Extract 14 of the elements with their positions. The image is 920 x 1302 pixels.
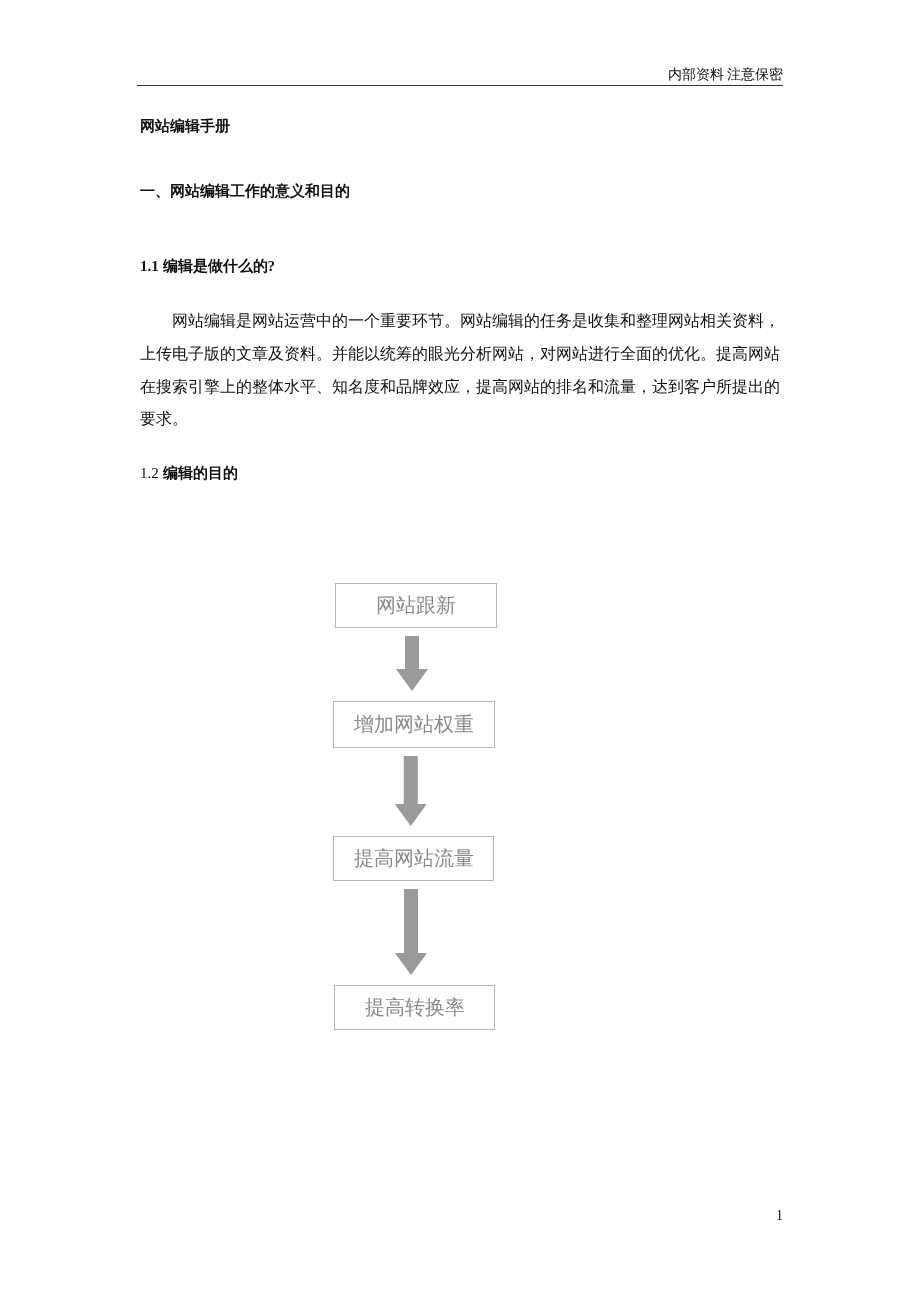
process-box: 提高网站流量 [333,836,494,881]
down-arrow [394,756,427,826]
process-box: 增加网站权重 [333,701,495,748]
down-arrow [395,889,427,975]
heading: 一、网站编辑工作的意义和目的 [140,182,351,201]
page-number: 1 [775,1207,783,1225]
down-arrow [396,636,428,691]
heading: 1.2 编辑的目的 [140,464,239,483]
header-note: 内部资料 注意保密 [666,66,783,84]
heading: 网站编辑手册 [140,117,231,136]
process-box: 提高转换率 [334,985,495,1030]
process-box: 网站跟新 [335,583,497,628]
body-paragraph: 网站编辑是网站运营中的一个重要环节。网站编辑的任务是收集和整理网站相关资料，上传电子版的文章及资料。并能以统筹的眼光分析网站，对网站进行全面的优化。提高网站在搜索引擎上的整体水平、知名度和品牌效应，提高网站的排名和流量，达到客户所提出的要求。 [140,311,781,430]
heading: 1.1 编辑是做什么的? [140,257,276,276]
